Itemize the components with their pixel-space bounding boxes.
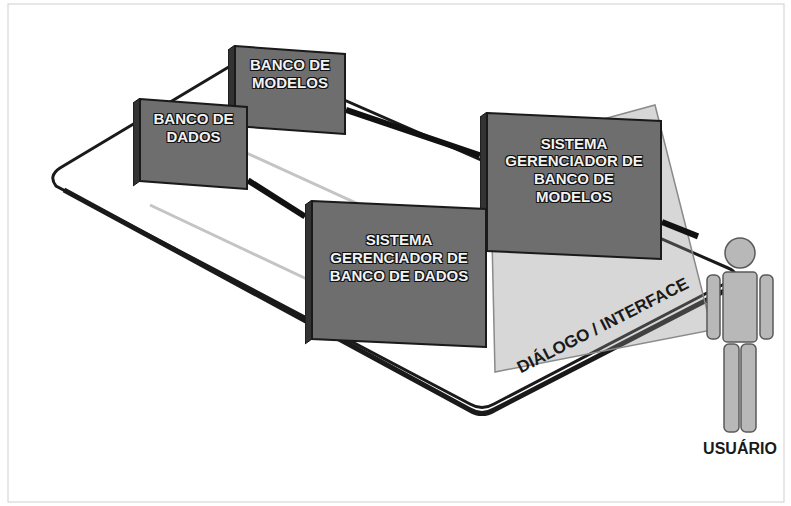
user-arm	[760, 275, 773, 339]
box-label: BANCO DE DADOS	[133, 110, 248, 145]
user-arm	[707, 275, 720, 339]
interface-label: DIÁLOGO / INTERFACE	[514, 274, 692, 378]
connector-bar	[662, 222, 698, 236]
connector-line	[346, 110, 480, 155]
connector-line	[248, 180, 305, 216]
user-leg	[724, 344, 739, 432]
user-body	[723, 272, 757, 342]
connector-bar	[248, 180, 305, 216]
user-figure-shape	[700, 235, 780, 435]
panel-side	[133, 98, 140, 186]
user-leg	[741, 344, 756, 432]
user-label-holder: USUÁRIO	[698, 439, 782, 458]
panel-side	[305, 200, 312, 344]
user-head	[725, 238, 755, 268]
connector-bar	[346, 110, 480, 155]
box-label: BANCO DE MODELOS	[228, 56, 346, 91]
database-box: BANCO DE DADOS	[133, 98, 248, 190]
box-label: SISTEMA GERENCIADOR DE BANCO DE MODELOS	[480, 135, 662, 206]
frame	[8, 4, 784, 502]
platform	[53, 61, 735, 408]
manager-box: SISTEMA GERENCIADOR DE BANCO DE DADOS	[305, 200, 487, 348]
user-figure: USUÁRIO	[698, 235, 782, 460]
manager-box: SISTEMA GERENCIADOR DE BANCO DE MODELOS	[480, 112, 662, 260]
user-label: USUÁRIO	[698, 439, 782, 458]
interface-label-box: DIÁLOGO / INTERFACE	[485, 257, 720, 395]
box-label: SISTEMA GERENCIADOR DE BANCO DE DADOS	[305, 231, 487, 284]
connector-line	[662, 222, 698, 236]
